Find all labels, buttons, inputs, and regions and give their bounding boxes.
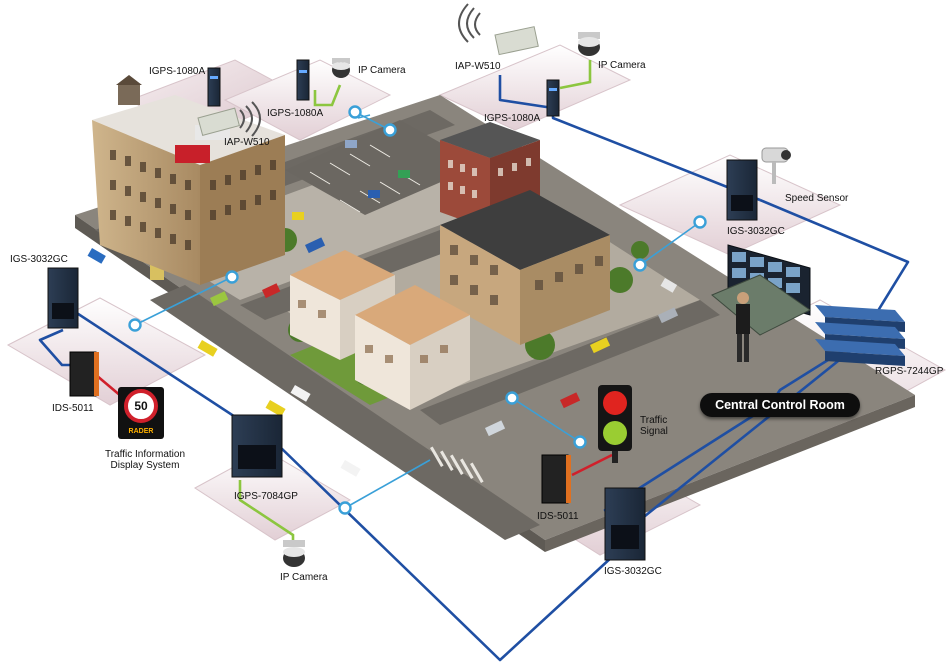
speed-limit-value: 50 <box>134 399 148 413</box>
industrial-switch-icon <box>546 79 560 117</box>
building-front-houses <box>290 250 470 410</box>
label-ids5011-bottom: IDS-5011 <box>537 511 579 522</box>
label-ip-camera-top: IP Camera <box>598 60 646 71</box>
ip-camera-icon <box>283 540 305 567</box>
industrial-switch-icon <box>47 267 79 329</box>
building-left-tall <box>92 75 285 285</box>
ip-camera-icon <box>578 32 600 56</box>
label-igs3032gc-right: IGS-3032GC <box>727 226 785 237</box>
traffic-light-icon <box>598 385 632 463</box>
operator-figure-icon <box>736 292 750 362</box>
serial-device-server-icon <box>69 351 99 397</box>
label-ip-camera-bottom: IP Camera <box>280 572 328 583</box>
label-iap-w510-top: IAP-W510 <box>455 61 501 72</box>
label-igs3032gc-bottom: IGS-3032GC <box>604 566 662 577</box>
industrial-switch-icon <box>231 414 283 478</box>
label-speed-sensor: Speed Sensor <box>785 193 849 204</box>
label-igps7084gp: IGPS-7084GP <box>234 491 298 502</box>
label-igs3032gc-left: IGS-3032GC <box>10 254 68 265</box>
serial-device-server-icon <box>541 454 571 504</box>
industrial-switch-icon <box>604 487 646 561</box>
industrial-switch-icon <box>207 67 221 107</box>
label-ids5011-left: IDS-5011 <box>52 403 94 414</box>
rack-switch-icon <box>815 305 905 366</box>
label-traffic-information-display: Traffic Information Display System <box>104 449 186 471</box>
central-control-room-badge: Central Control Room <box>700 393 860 417</box>
building-center-tan <box>440 190 610 345</box>
vehicles <box>87 140 679 477</box>
label-igps1080a-top: IGPS-1080A <box>484 113 541 124</box>
label-traffic-signal: Traffic Signal <box>640 415 668 437</box>
sign-text: RADER <box>128 428 154 435</box>
industrial-switch-icon <box>726 159 758 221</box>
ip-camera-icon <box>332 58 350 78</box>
label-igps1080a-parking: IGPS-1080A <box>267 108 324 119</box>
wireless-access-point-icon <box>197 101 261 137</box>
industrial-switch-icon <box>296 59 310 101</box>
traffic-info-display-icon <box>118 387 164 439</box>
label-igps1080a-building: IGPS-1080A <box>149 66 206 77</box>
connector-points <box>128 105 707 515</box>
panel-top-center <box>438 44 632 131</box>
wireless-access-point-icon <box>458 3 539 56</box>
speed-sensor-camera-icon <box>761 147 791 184</box>
connector-lines <box>134 111 701 509</box>
label-iap-w510-building: IAP-W510 <box>224 137 270 148</box>
label-ip-camera-parking: IP Camera <box>358 65 406 76</box>
label-rgps7244gp: RGPS-7244GP <box>875 366 944 377</box>
